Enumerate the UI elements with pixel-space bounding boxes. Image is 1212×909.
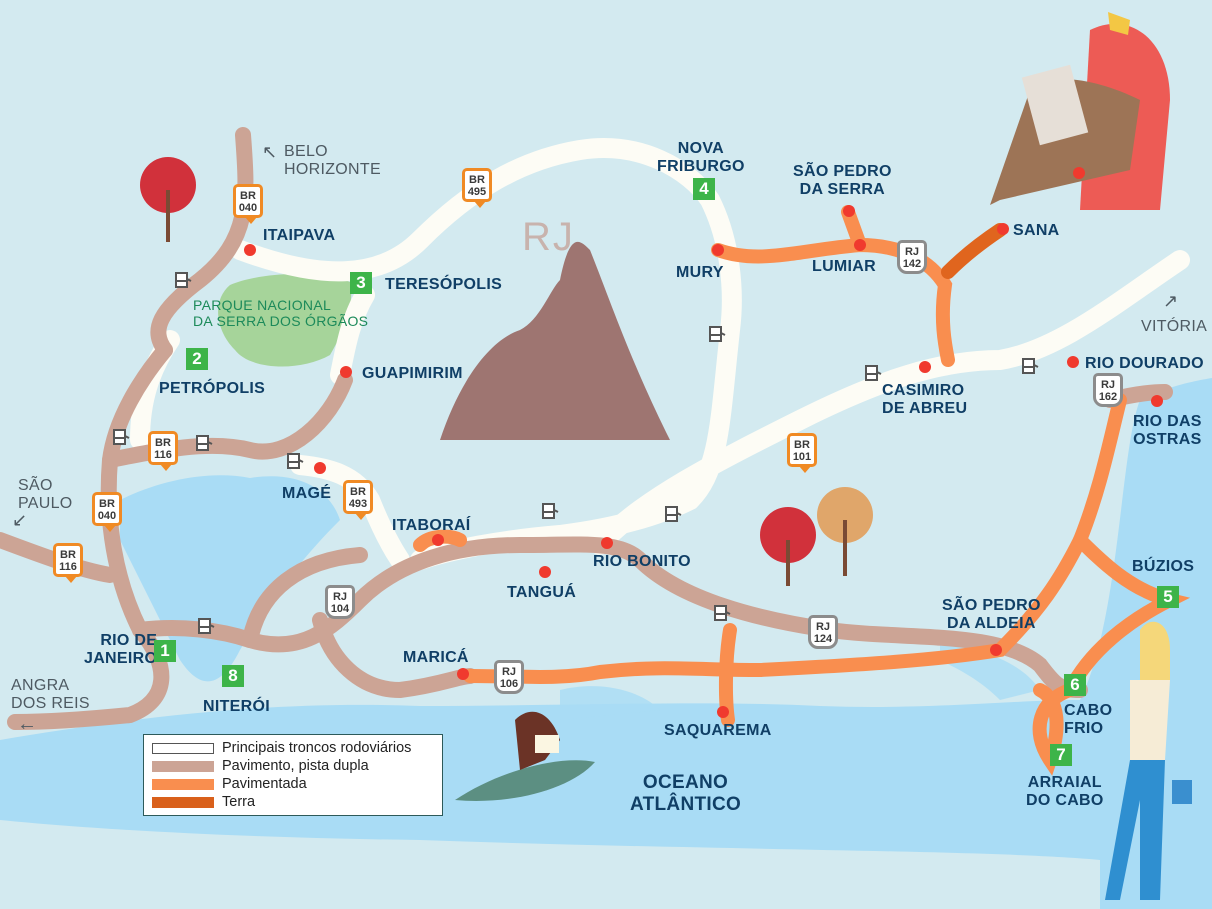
city-label-marica: MARICÁ	[403, 649, 469, 666]
state-shield-rj162: RJ 162	[1093, 373, 1123, 407]
number-badge-1: 1	[154, 640, 176, 662]
city-label-rio-de-janeiro: RIO DE JANEIRO	[84, 632, 158, 667]
city-label-itaipava: ITAIPAVA	[263, 227, 336, 244]
legend-item-dirt: Terra	[152, 793, 434, 811]
highway-shield-br116-petropolis: BR 116	[148, 431, 178, 471]
toll-booth-icon	[709, 326, 726, 342]
highway-shield-br040-north: BR 040	[233, 184, 263, 224]
number-badge-8: 8	[222, 665, 244, 687]
city-label-mury: MURY	[676, 264, 724, 281]
highway-shield-br116-west: BR 116	[53, 543, 83, 583]
king-illustration	[990, 12, 1170, 210]
surfer-illustration	[455, 711, 595, 801]
region-label: RJ	[522, 215, 575, 259]
arrow-left-icon: ←	[17, 713, 38, 735]
number-badge-4: 4	[693, 178, 715, 200]
arrow-up-left-icon: ↖	[262, 142, 278, 162]
legend-label: Pavimento, pista dupla	[222, 758, 369, 774]
highway-shield-br495: BR 495	[462, 168, 492, 208]
legend-label: Pavimentada	[222, 776, 307, 792]
park-area	[218, 274, 352, 367]
city-label-petropolis: PETRÓPOLIS	[159, 380, 266, 397]
woman-illustration	[1105, 621, 1192, 900]
legend-swatch	[152, 742, 214, 754]
toll-booth-icon	[196, 435, 213, 451]
legend-swatch	[152, 778, 214, 790]
toll-booth-icon	[665, 506, 682, 522]
direction-angra-dos-reis: ANGRA DOS REIS←	[11, 677, 90, 735]
direction-vitoria: ↗VITÓRIA	[1141, 291, 1208, 335]
number-badge-6: 6	[1064, 674, 1086, 696]
toll-booth-icon	[865, 365, 882, 381]
highway-shield-br493: BR 493	[343, 480, 373, 520]
city-label-teresopolis: TERESÓPOLIS	[385, 276, 503, 293]
number-badge-3: 3	[350, 272, 372, 294]
city-label-casimiro-de-abreu: CASIMIRO DE ABREU	[882, 382, 968, 417]
city-label-sao-pedro-da-serra: SÃO PEDRO DA SERRA	[793, 163, 892, 198]
state-shield-rj106: RJ 106	[494, 660, 524, 694]
toll-booth-icon	[542, 503, 559, 519]
tree-illustrations	[140, 157, 873, 586]
legend-swatch	[152, 796, 214, 808]
city-label-buzios: BÚZIOS	[1132, 558, 1195, 575]
toll-booth-icon	[1022, 358, 1039, 374]
map-legend: Principais troncos rodoviários Pavimento…	[143, 734, 443, 816]
city-label-lumiar: LUMIAR	[812, 258, 877, 275]
legend-swatch	[152, 760, 214, 772]
city-label-cabo-frio: CABO FRIO	[1064, 702, 1113, 737]
toll-booth-icon	[714, 605, 731, 621]
highway-shield-br040-south: BR 040	[92, 492, 122, 532]
dirt-road	[941, 223, 1007, 279]
city-label-itaborai: ITABORAÍ	[392, 517, 471, 534]
legend-label: Terra	[222, 794, 256, 810]
city-label-sana: SANA	[1013, 222, 1060, 239]
city-label-tangua: TANGUÁ	[507, 584, 577, 601]
water	[0, 378, 1212, 909]
park-label: PARQUE NACIONAL DA SERRA DOS ÓRGÃOS	[193, 297, 369, 329]
city-label-rio-bonito: RIO BONITO	[593, 553, 691, 570]
number-badge-5: 5	[1157, 586, 1179, 608]
state-shield-rj104: RJ 104	[325, 585, 355, 619]
legend-label: Principais troncos rodoviários	[222, 740, 412, 756]
arrow-down-left-icon: ↙	[12, 510, 28, 530]
highway-shield-br101: BR 101	[787, 433, 817, 473]
toll-booth-icon	[198, 618, 215, 634]
city-label-guapimirim: GUAPIMIRIM	[362, 365, 463, 382]
mountain-illustration	[440, 241, 670, 440]
city-label-nova-friburgo: NOVA FRIBURGO	[657, 140, 745, 175]
number-badge-2: 2	[186, 348, 208, 370]
legend-item-main-trunk: Principais troncos rodoviários	[152, 739, 434, 757]
legend-item-double-lane: Pavimento, pista dupla	[152, 757, 434, 775]
number-badge-7: 7	[1050, 744, 1072, 766]
city-label-niteroi: NITERÓI	[203, 698, 270, 715]
ocean-label: OCEANO ATLÂNTICO	[630, 772, 742, 815]
state-shield-rj142: RJ 142	[897, 240, 927, 274]
city-label-rio-das-ostras: RIO DAS OSTRAS	[1133, 413, 1202, 448]
city-label-rio-dourado: RIO DOURADO	[1085, 355, 1204, 372]
toll-booth-icon	[287, 453, 304, 469]
direction-belo-horizonte: ↖BELO HORIZONTE	[262, 142, 381, 178]
city-label-saquarema: SAQUAREMA	[664, 722, 772, 739]
city-label-arraial-do-cabo: ARRAIAL DO CABO	[1026, 774, 1104, 809]
state-shield-rj124: RJ 124	[808, 615, 838, 649]
toll-booth-icon	[175, 272, 192, 288]
arrow-up-right-icon: ↗	[1163, 291, 1179, 311]
toll-booth-icon	[113, 429, 130, 445]
city-label-mage: MAGÉ	[282, 485, 332, 502]
legend-item-paved: Pavimentada	[152, 775, 434, 793]
city-dots	[244, 167, 1163, 718]
direction-sao-paulo: SÃO PAULO↙	[12, 477, 73, 530]
city-label-sao-pedro-da-aldeia: SÃO PEDRO DA ALDEIA	[942, 597, 1041, 632]
